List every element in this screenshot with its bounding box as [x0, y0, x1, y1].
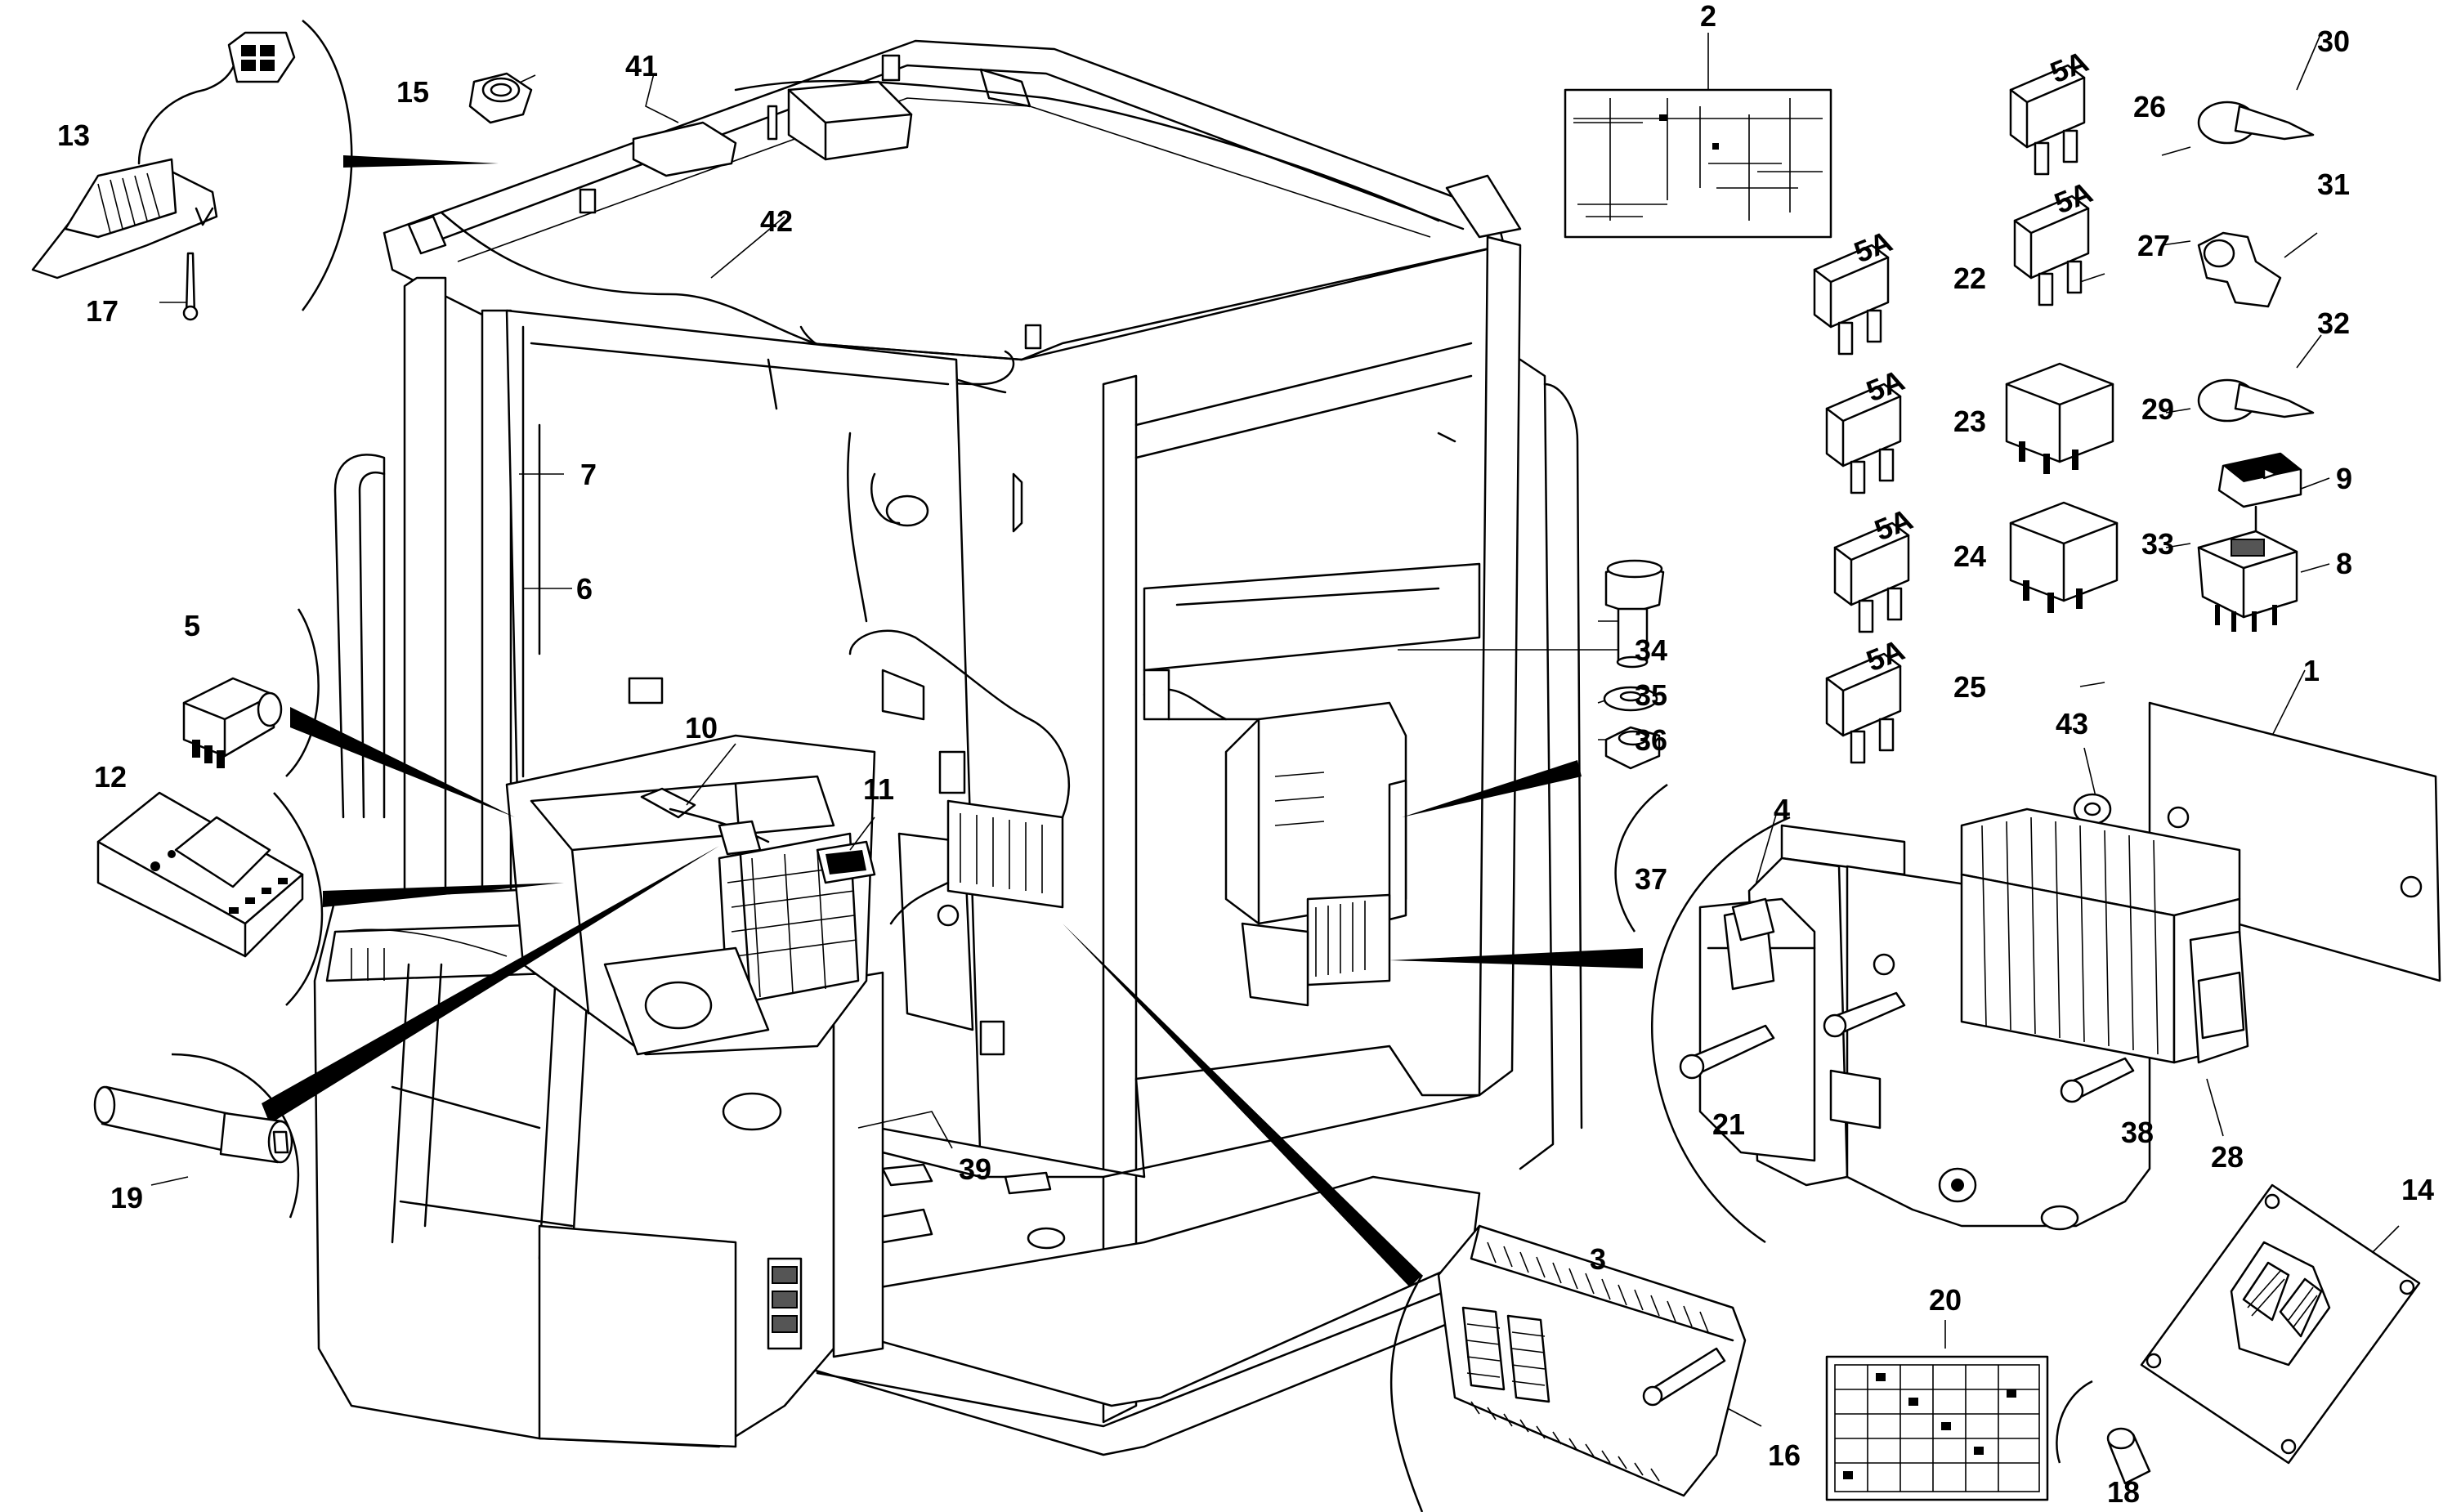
callout-35: 35	[1635, 678, 1667, 712]
callout-6: 6	[576, 572, 593, 606]
fuse-label-20	[1825, 1355, 2049, 1501]
lamp-assembly-detail	[31, 31, 296, 321]
callout-34: 34	[1635, 633, 1667, 667]
detail-arcs	[171, 20, 2093, 1512]
relays	[2005, 362, 2119, 613]
display-12-detail	[96, 791, 304, 958]
callout-37: 37	[1635, 862, 1667, 896]
callout-29: 29	[2141, 392, 2174, 426]
callout-labels: 1 2 3 4 5 6 7 8 9 10 11 12 13 14 15 16 1…	[57, 0, 2434, 1509]
controller-detail	[1679, 701, 2441, 1231]
callout-25: 25	[1953, 670, 1986, 704]
callout-4: 4	[1774, 793, 1790, 826]
callout-20: 20	[1929, 1283, 1962, 1317]
fuse-24: 5A	[1833, 502, 1917, 633]
nut-15-detail	[468, 72, 533, 124]
leader-wedges	[262, 155, 1643, 1287]
callout-18: 18	[2107, 1475, 2140, 1509]
fuses: 5A 5A 5A 5A	[1813, 44, 2097, 764]
callout-43: 43	[2056, 707, 2088, 740]
callout-13: 13	[57, 119, 90, 152]
cable-ties	[2197, 101, 2315, 423]
callout-17: 17	[86, 294, 119, 328]
fuse-25: 5A	[1825, 633, 1909, 764]
callout-14: 14	[2401, 1173, 2434, 1206]
callout-38: 38	[2121, 1116, 2154, 1149]
callout-12: 12	[94, 760, 127, 794]
callout-39: 39	[959, 1152, 991, 1186]
bolt-19-detail	[93, 1085, 293, 1164]
switch-8-9	[2197, 452, 2302, 632]
fuse-23: 5A	[1825, 363, 1909, 494]
callout-8: 8	[2336, 547, 2352, 580]
callout-23: 23	[1953, 405, 1986, 438]
bolt-stack-detail	[1603, 559, 1665, 770]
callout-26: 26	[2133, 90, 2166, 123]
fuse-22: 5A	[1813, 224, 1897, 356]
callout-32: 32	[2317, 306, 2350, 340]
callout-10: 10	[685, 711, 718, 745]
callout-24: 24	[1953, 539, 1986, 573]
callout-19: 19	[110, 1181, 143, 1215]
callout-21: 21	[1712, 1107, 1745, 1141]
callout-30: 30	[2317, 25, 2350, 58]
fuse-26: 5A	[2009, 44, 2093, 176]
callout-16: 16	[1768, 1438, 1801, 1472]
callout-42: 42	[760, 204, 793, 238]
callout-41: 41	[625, 49, 658, 83]
callout-22: 22	[1953, 262, 1986, 295]
callout-31: 31	[2317, 168, 2350, 201]
callout-5: 5	[184, 609, 200, 642]
callout-3: 3	[1590, 1242, 1606, 1276]
schematic-box-2	[1564, 88, 1832, 239]
callout-9: 9	[2336, 462, 2352, 495]
ecu-3-detail	[1437, 1224, 1747, 1497]
plate-14-detail	[2106, 1183, 2421, 1485]
callout-36: 36	[1635, 723, 1667, 757]
callout-33: 33	[2141, 527, 2174, 561]
callout-7: 7	[580, 458, 597, 491]
callout-15: 15	[396, 75, 429, 109]
fuse-27: 5A	[2013, 175, 2097, 306]
callout-1: 1	[2303, 654, 2320, 687]
callout-28: 28	[2211, 1140, 2244, 1174]
cab-assembly	[313, 39, 1583, 1456]
relay-5-detail	[182, 677, 283, 768]
callout-27: 27	[2137, 229, 2170, 262]
callout-2: 2	[1700, 0, 1716, 33]
callout-11: 11	[863, 772, 894, 806]
